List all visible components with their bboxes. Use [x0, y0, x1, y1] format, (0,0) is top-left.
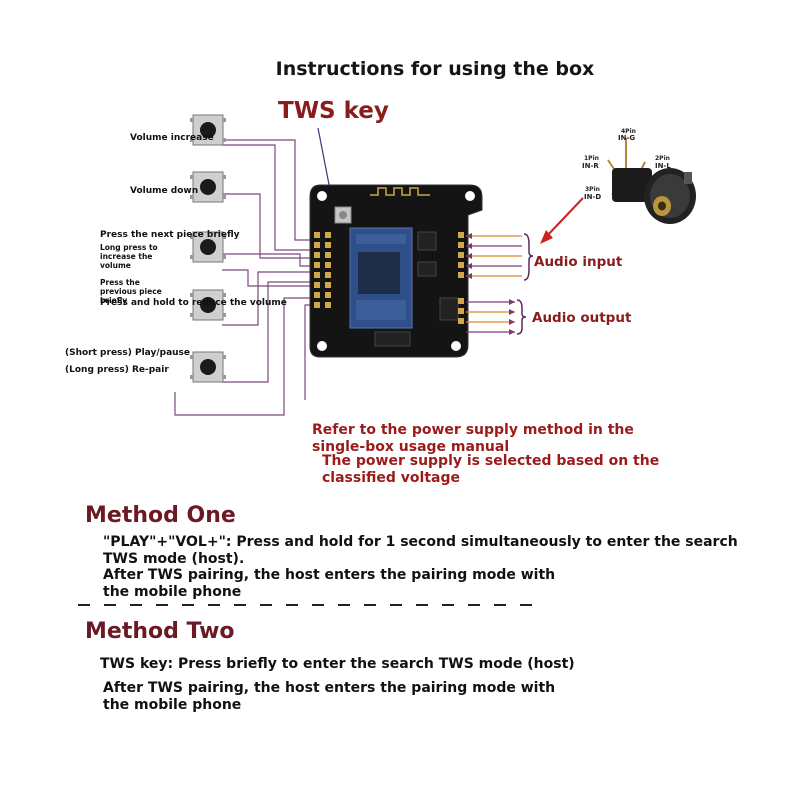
- label-long-press-increase: Long press to increase the volume: [100, 243, 158, 270]
- output-arrowheads: [509, 299, 515, 335]
- audio-input-label: Audio input: [534, 254, 623, 270]
- jack-label-4pin: 4Pin: [621, 128, 636, 135]
- label-previous-piece: Press the previous piece briefly: [100, 278, 162, 305]
- power-note-manual: Refer to the power supply method in the …: [312, 422, 634, 455]
- label-next-piece: Press the next piece briefly: [100, 230, 240, 240]
- jack-label-in-d: IN-D: [584, 193, 602, 201]
- jack-label-in-g: IN-G: [618, 134, 636, 142]
- output-brace: [516, 299, 527, 335]
- jack-arrow: [544, 197, 584, 239]
- method-one-line2: After TWS pairing, the host enters the p…: [103, 567, 556, 600]
- label-reduce-volume: Press and hold to reduce the volume: [100, 298, 287, 308]
- tws-key-label: TWS key: [278, 98, 389, 124]
- label-volume-increase: Volume increase: [130, 133, 214, 143]
- label-volume-down: Volume down: [130, 186, 199, 196]
- method-two-line1: TWS key: Press briefly to enter the sear…: [100, 656, 575, 672]
- jack-label-1pin: 1Pin: [584, 155, 599, 162]
- jack-label-2pin: 2Pin: [655, 155, 670, 162]
- method-one-title: Method One: [85, 503, 236, 528]
- jack-label-3pin: 3Pin: [585, 186, 600, 193]
- audio-output-label: Audio output: [532, 310, 632, 326]
- input-brace: [523, 233, 534, 281]
- page-title: Instructions for using the box: [275, 58, 595, 80]
- method-one-line1: "PLAY"+"VOL+": Press and hold for 1 seco…: [103, 534, 738, 567]
- audio-wires: [466, 235, 522, 333]
- label-re-pair: (Long press) Re-pair: [65, 365, 169, 375]
- label-play-pause: (Short press) Play/pause: [65, 348, 191, 358]
- method-two-line2: After TWS pairing, the host enters the p…: [103, 680, 556, 713]
- pcb-board: [309, 184, 483, 358]
- power-note-voltage: The power supply is selected based on th…: [322, 453, 660, 486]
- method-two-title: Method Two: [85, 619, 235, 644]
- audio-jack: [607, 138, 696, 224]
- input-arrowheads: [466, 233, 472, 279]
- jack-label-in-l: IN-L: [655, 162, 671, 170]
- tactile-buttons: [190, 114, 226, 383]
- jack-label-in-r: IN-R: [582, 162, 599, 170]
